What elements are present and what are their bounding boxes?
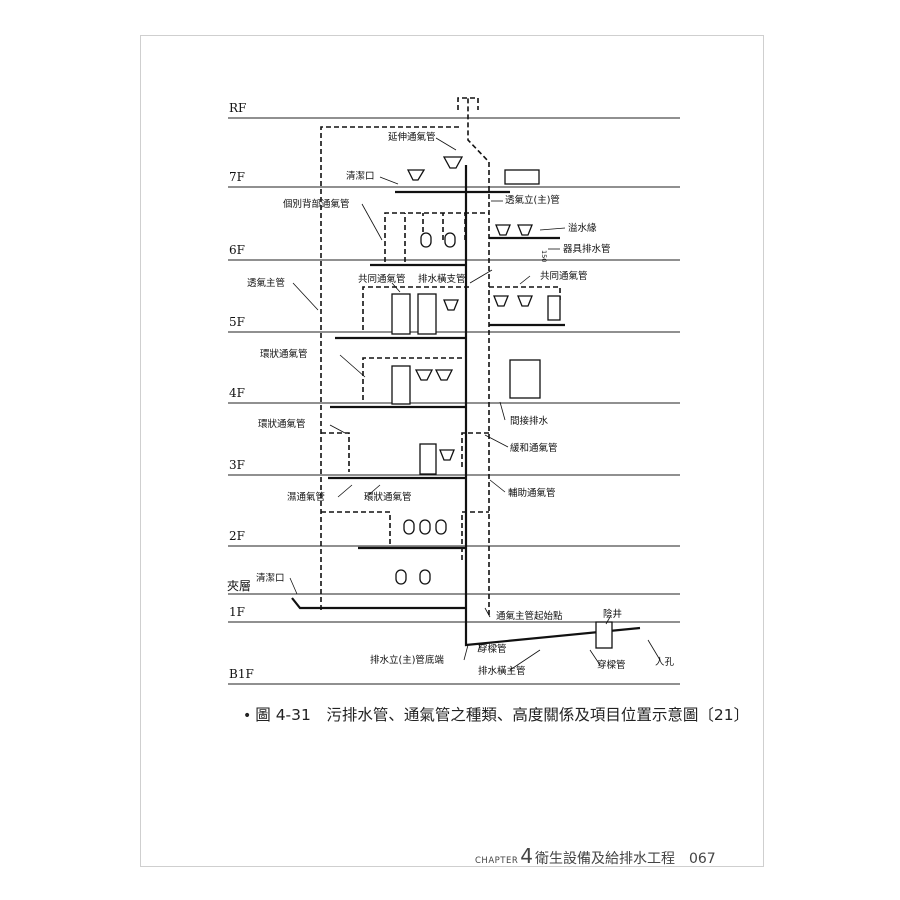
label-relief-vent: 緩和通氣管: [510, 442, 558, 454]
label-loop-vent-2f: 環狀通氣管: [364, 491, 412, 503]
label-indirect-drain: 間接排水: [510, 415, 549, 427]
fixtures: [391, 156, 613, 649]
label-vent-main-start: 通氣主管起始點: [496, 610, 563, 622]
label-individual-back-vent: 個別背部通氣管: [283, 198, 350, 210]
label-vent-main: 透氣主管: [247, 277, 285, 289]
floor-label-2f: 2F: [229, 529, 245, 543]
drain-pipes: [291, 165, 641, 647]
label-extension-vent: 延伸通氣管: [388, 131, 436, 143]
label-common-vent-right: 共同通氣管: [540, 270, 588, 282]
chapter-title: 衛生設備及給排水工程: [534, 851, 675, 867]
floor-lines: [228, 117, 680, 685]
label-sleeve-right: 穿樑管: [597, 659, 626, 671]
label-drain-branch: 排水橫支管: [418, 273, 466, 285]
figure-caption: •圖 4-31 污排水管、通氣管之種類、高度關係及項目位置示意圖〔21〕: [243, 703, 749, 725]
floor-label-5f: 5F: [229, 315, 245, 329]
floor-label-mezzanine: 夾層: [227, 579, 251, 593]
chapter-word: CHAPTER: [475, 856, 519, 866]
label-loop-vent-4f: 環狀通氣管: [260, 348, 308, 360]
floor-label-4f: 4F: [229, 386, 245, 400]
label-stack-base: 排水立(主)管底端: [370, 654, 444, 666]
label-drain-main: 排水橫主管: [478, 665, 526, 677]
label-fixture-drain: 器具排水管: [563, 243, 611, 255]
caption-bullet: •: [243, 708, 252, 724]
label-wet-vent: 濕通氣管: [287, 491, 325, 503]
label-loop-vent-3f: 環狀通氣管: [258, 418, 306, 430]
caption-text: 圖 4-31 污排水管、通氣管之種類、高度關係及項目位置示意圖〔21〕: [255, 706, 750, 724]
label-cleanout-7f: 清潔口: [346, 170, 375, 182]
label-auxiliary-vent: 輔助通氣管: [508, 487, 556, 499]
floor-label-6f: 6F: [229, 243, 245, 257]
floor-label-1f: 1F: [229, 605, 245, 619]
floor-label-3f: 3F: [229, 458, 245, 472]
label-common-vent-left: 共同通氣管: [358, 273, 406, 285]
vent-pipes: [320, 97, 561, 615]
label-manhole-pit: 陰井: [603, 608, 622, 620]
floor-label-b1f: B1F: [229, 667, 254, 681]
label-manhole: 人孔: [655, 657, 675, 668]
chapter-number: 4: [520, 844, 533, 868]
floor-label-7f: 7F: [229, 170, 245, 184]
label-dimension-150: 150: [540, 250, 548, 262]
floor-label-rf: RF: [229, 101, 246, 115]
page-number: 067: [688, 851, 716, 867]
label-vent-stack: 透氣立(主)管: [505, 194, 560, 206]
label-sleeve-left: 穿樑管: [478, 643, 507, 655]
label-cleanout-mezzanine: 清潔口: [256, 572, 285, 584]
leader-lines: [289, 137, 661, 671]
label-overflow-rim: 溢水緣: [568, 222, 597, 234]
